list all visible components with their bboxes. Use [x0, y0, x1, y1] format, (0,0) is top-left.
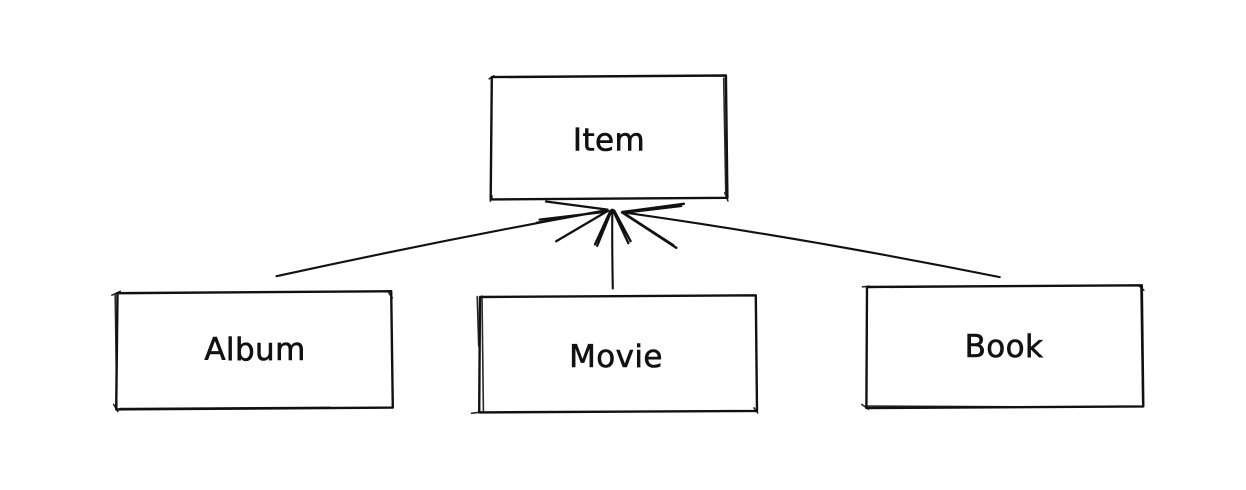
node-item[interactable]: Item [488, 74, 729, 202]
edge-book-to-item-arrowhead [620, 202, 686, 250]
edge-book-to-item[interactable] [620, 202, 1001, 279]
node-movie-sketch-overdraw [470, 295, 759, 415]
edge-album-to-item[interactable] [275, 200, 610, 278]
node-movie[interactable]: Movie [470, 294, 759, 415]
node-movie-label: Movie [569, 339, 663, 375]
node-album-sketch-overdraw [111, 290, 394, 413]
node-book-outline [865, 284, 1145, 410]
edge-movie-to-item[interactable] [593, 208, 632, 290]
edge-movie-to-item-shaft [611, 208, 614, 290]
node-album[interactable]: Album [111, 290, 394, 413]
node-album-label: Album [204, 332, 305, 368]
node-book[interactable]: Book [861, 284, 1145, 410]
node-book-label: Book [965, 329, 1044, 365]
edge-album-to-item-arrowhead [535, 200, 610, 243]
node-item-label: Item [573, 123, 645, 159]
node-item-sketch-overdraw [488, 75, 729, 202]
edge-book-to-item-shaft [620, 211, 1001, 279]
edge-movie-to-item-arrowhead [593, 208, 632, 247]
node-book-sketch-overdraw [861, 285, 1145, 410]
